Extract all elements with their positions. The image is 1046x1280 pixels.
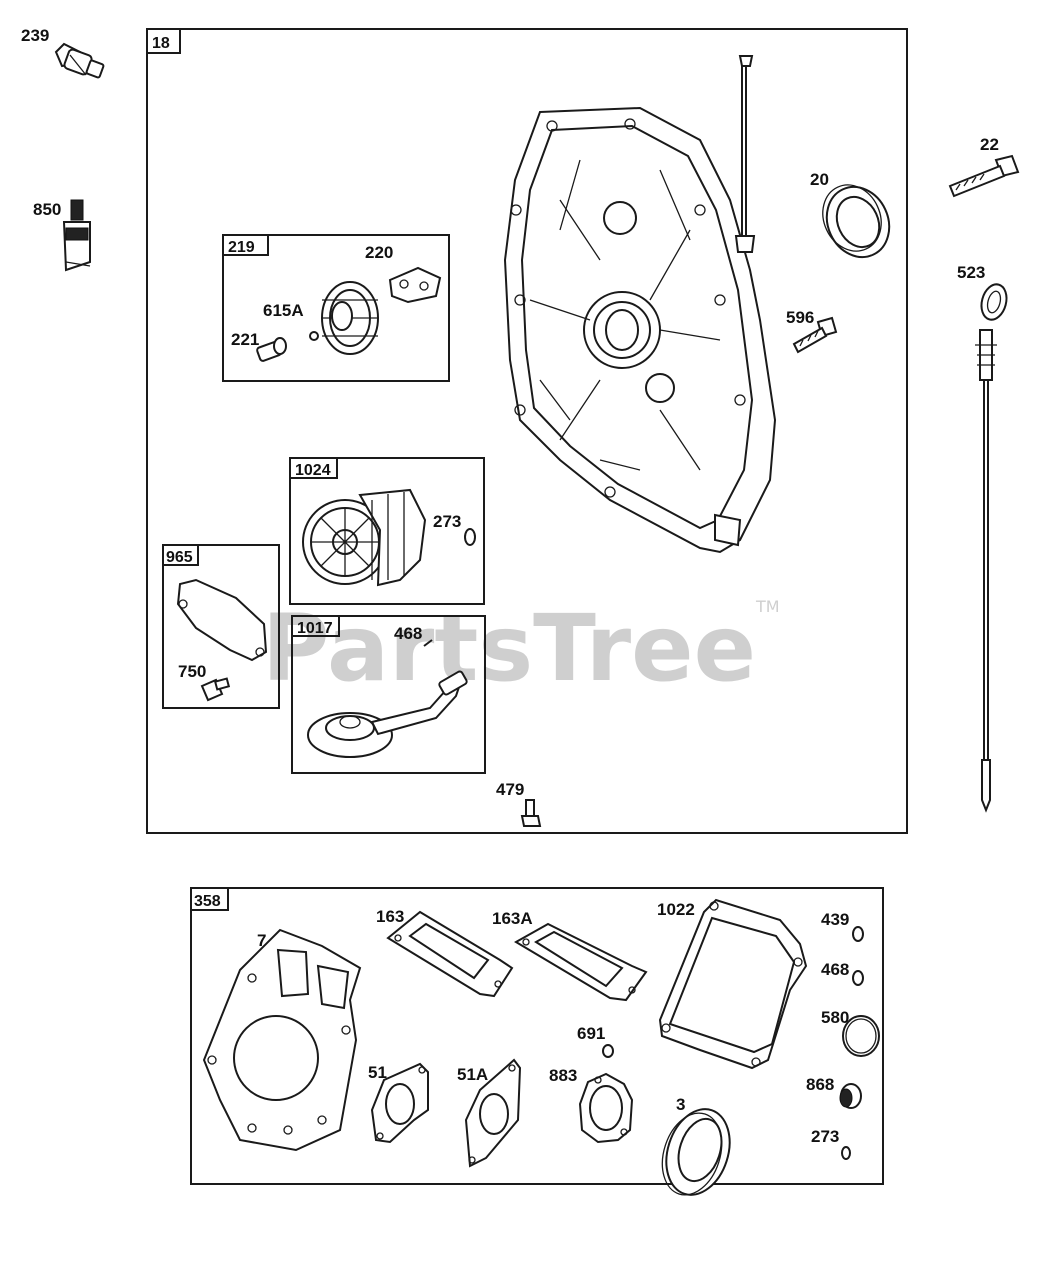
label-3[interactable]: 3 <box>676 1095 685 1114</box>
box-1024 <box>289 457 485 605</box>
oil-pickup-1017[interactable] <box>307 670 468 758</box>
o-ring-273b[interactable] <box>841 1146 851 1160</box>
label-22[interactable]: 22 <box>980 135 999 154</box>
label-850[interactable]: 850 <box>33 200 61 219</box>
o-ring-468b[interactable] <box>852 970 864 986</box>
gasket-51A[interactable] <box>464 1058 522 1168</box>
bolt-596[interactable] <box>792 316 838 354</box>
seal-868[interactable] <box>839 1083 862 1109</box>
box-965-tag <box>162 544 199 566</box>
label-273b[interactable]: 273 <box>811 1127 839 1146</box>
gasket-set-tag <box>190 887 229 911</box>
label-468b[interactable]: 468 <box>821 960 849 979</box>
label-750[interactable]: 750 <box>178 662 206 681</box>
box-965-label[interactable]: 965 <box>166 549 193 566</box>
o-ring-468a[interactable] <box>423 639 433 647</box>
label-596[interactable]: 596 <box>786 308 814 327</box>
label-439[interactable]: 439 <box>821 910 849 929</box>
gasket-883[interactable] <box>578 1072 634 1144</box>
o-ring-273a[interactable] <box>464 528 476 546</box>
box-965 <box>162 544 280 709</box>
o-ring-691[interactable] <box>602 1044 614 1058</box>
label-51[interactable]: 51 <box>368 1063 387 1082</box>
sealant-tube-850[interactable] <box>62 199 91 272</box>
crankcase-cover[interactable] <box>503 55 777 554</box>
watermark-text: PartsTree <box>262 595 756 702</box>
gasket-163[interactable] <box>386 910 514 998</box>
label-20[interactable]: 20 <box>810 170 829 189</box>
box-219-label[interactable]: 219 <box>228 239 255 256</box>
governor-gear-219[interactable] <box>321 281 379 355</box>
label-239[interactable]: 239 <box>21 26 49 45</box>
bolt-22[interactable] <box>948 154 1020 198</box>
main-assembly-label[interactable]: 18 <box>152 35 170 52</box>
pump-gasket-965[interactable] <box>176 578 268 662</box>
gasket-set-box <box>190 887 884 1185</box>
oil-seal-3[interactable] <box>652 1101 740 1203</box>
o-ring-580[interactable] <box>842 1015 880 1057</box>
label-163[interactable]: 163 <box>376 907 404 926</box>
label-220[interactable]: 220 <box>365 243 393 262</box>
label-163A[interactable]: 163A <box>492 909 533 928</box>
box-219-tag <box>222 234 269 256</box>
head-gasket-7[interactable] <box>202 928 362 1152</box>
cover-gasket-1022[interactable] <box>658 898 808 1070</box>
gasket-163A[interactable] <box>514 922 648 1002</box>
screw-479[interactable] <box>520 799 542 827</box>
retainer-615A[interactable] <box>309 331 319 341</box>
box-1017-label[interactable]: 1017 <box>297 620 333 637</box>
box-219 <box>222 234 450 382</box>
gasket-set-label[interactable]: 358 <box>194 893 221 910</box>
label-523[interactable]: 523 <box>957 263 985 282</box>
label-7[interactable]: 7 <box>257 931 266 950</box>
label-221[interactable]: 221 <box>231 330 259 349</box>
oil-switch-239[interactable] <box>54 42 105 79</box>
o-ring-439[interactable] <box>852 926 864 942</box>
watermark-tm: TM <box>755 597 780 616</box>
label-479[interactable]: 479 <box>496 780 524 799</box>
governor-plate-220[interactable] <box>388 266 442 304</box>
main-assembly-tag <box>146 28 181 54</box>
screw-750[interactable] <box>200 677 231 702</box>
dipstick-523[interactable] <box>975 282 1010 813</box>
governor-pin-221[interactable] <box>256 337 287 362</box>
label-468a[interactable]: 468 <box>394 624 422 643</box>
box-1024-tag <box>289 457 338 479</box>
label-1022[interactable]: 1022 <box>657 900 695 919</box>
gasket-51[interactable] <box>370 1062 429 1144</box>
label-615A[interactable]: 615A <box>263 301 304 320</box>
box-1017-tag <box>291 615 340 637</box>
main-assembly-box <box>146 28 908 834</box>
box-1024-label[interactable]: 1024 <box>295 462 331 479</box>
label-868[interactable]: 868 <box>806 1075 834 1094</box>
box-1017 <box>291 615 486 774</box>
label-51A[interactable]: 51A <box>457 1065 488 1084</box>
label-273a[interactable]: 273 <box>433 512 461 531</box>
label-691[interactable]: 691 <box>577 1024 605 1043</box>
label-580[interactable]: 580 <box>821 1008 849 1027</box>
label-883[interactable]: 883 <box>549 1066 577 1085</box>
oil-pump-1024[interactable] <box>302 488 427 587</box>
oil-seal-20[interactable] <box>812 175 900 267</box>
